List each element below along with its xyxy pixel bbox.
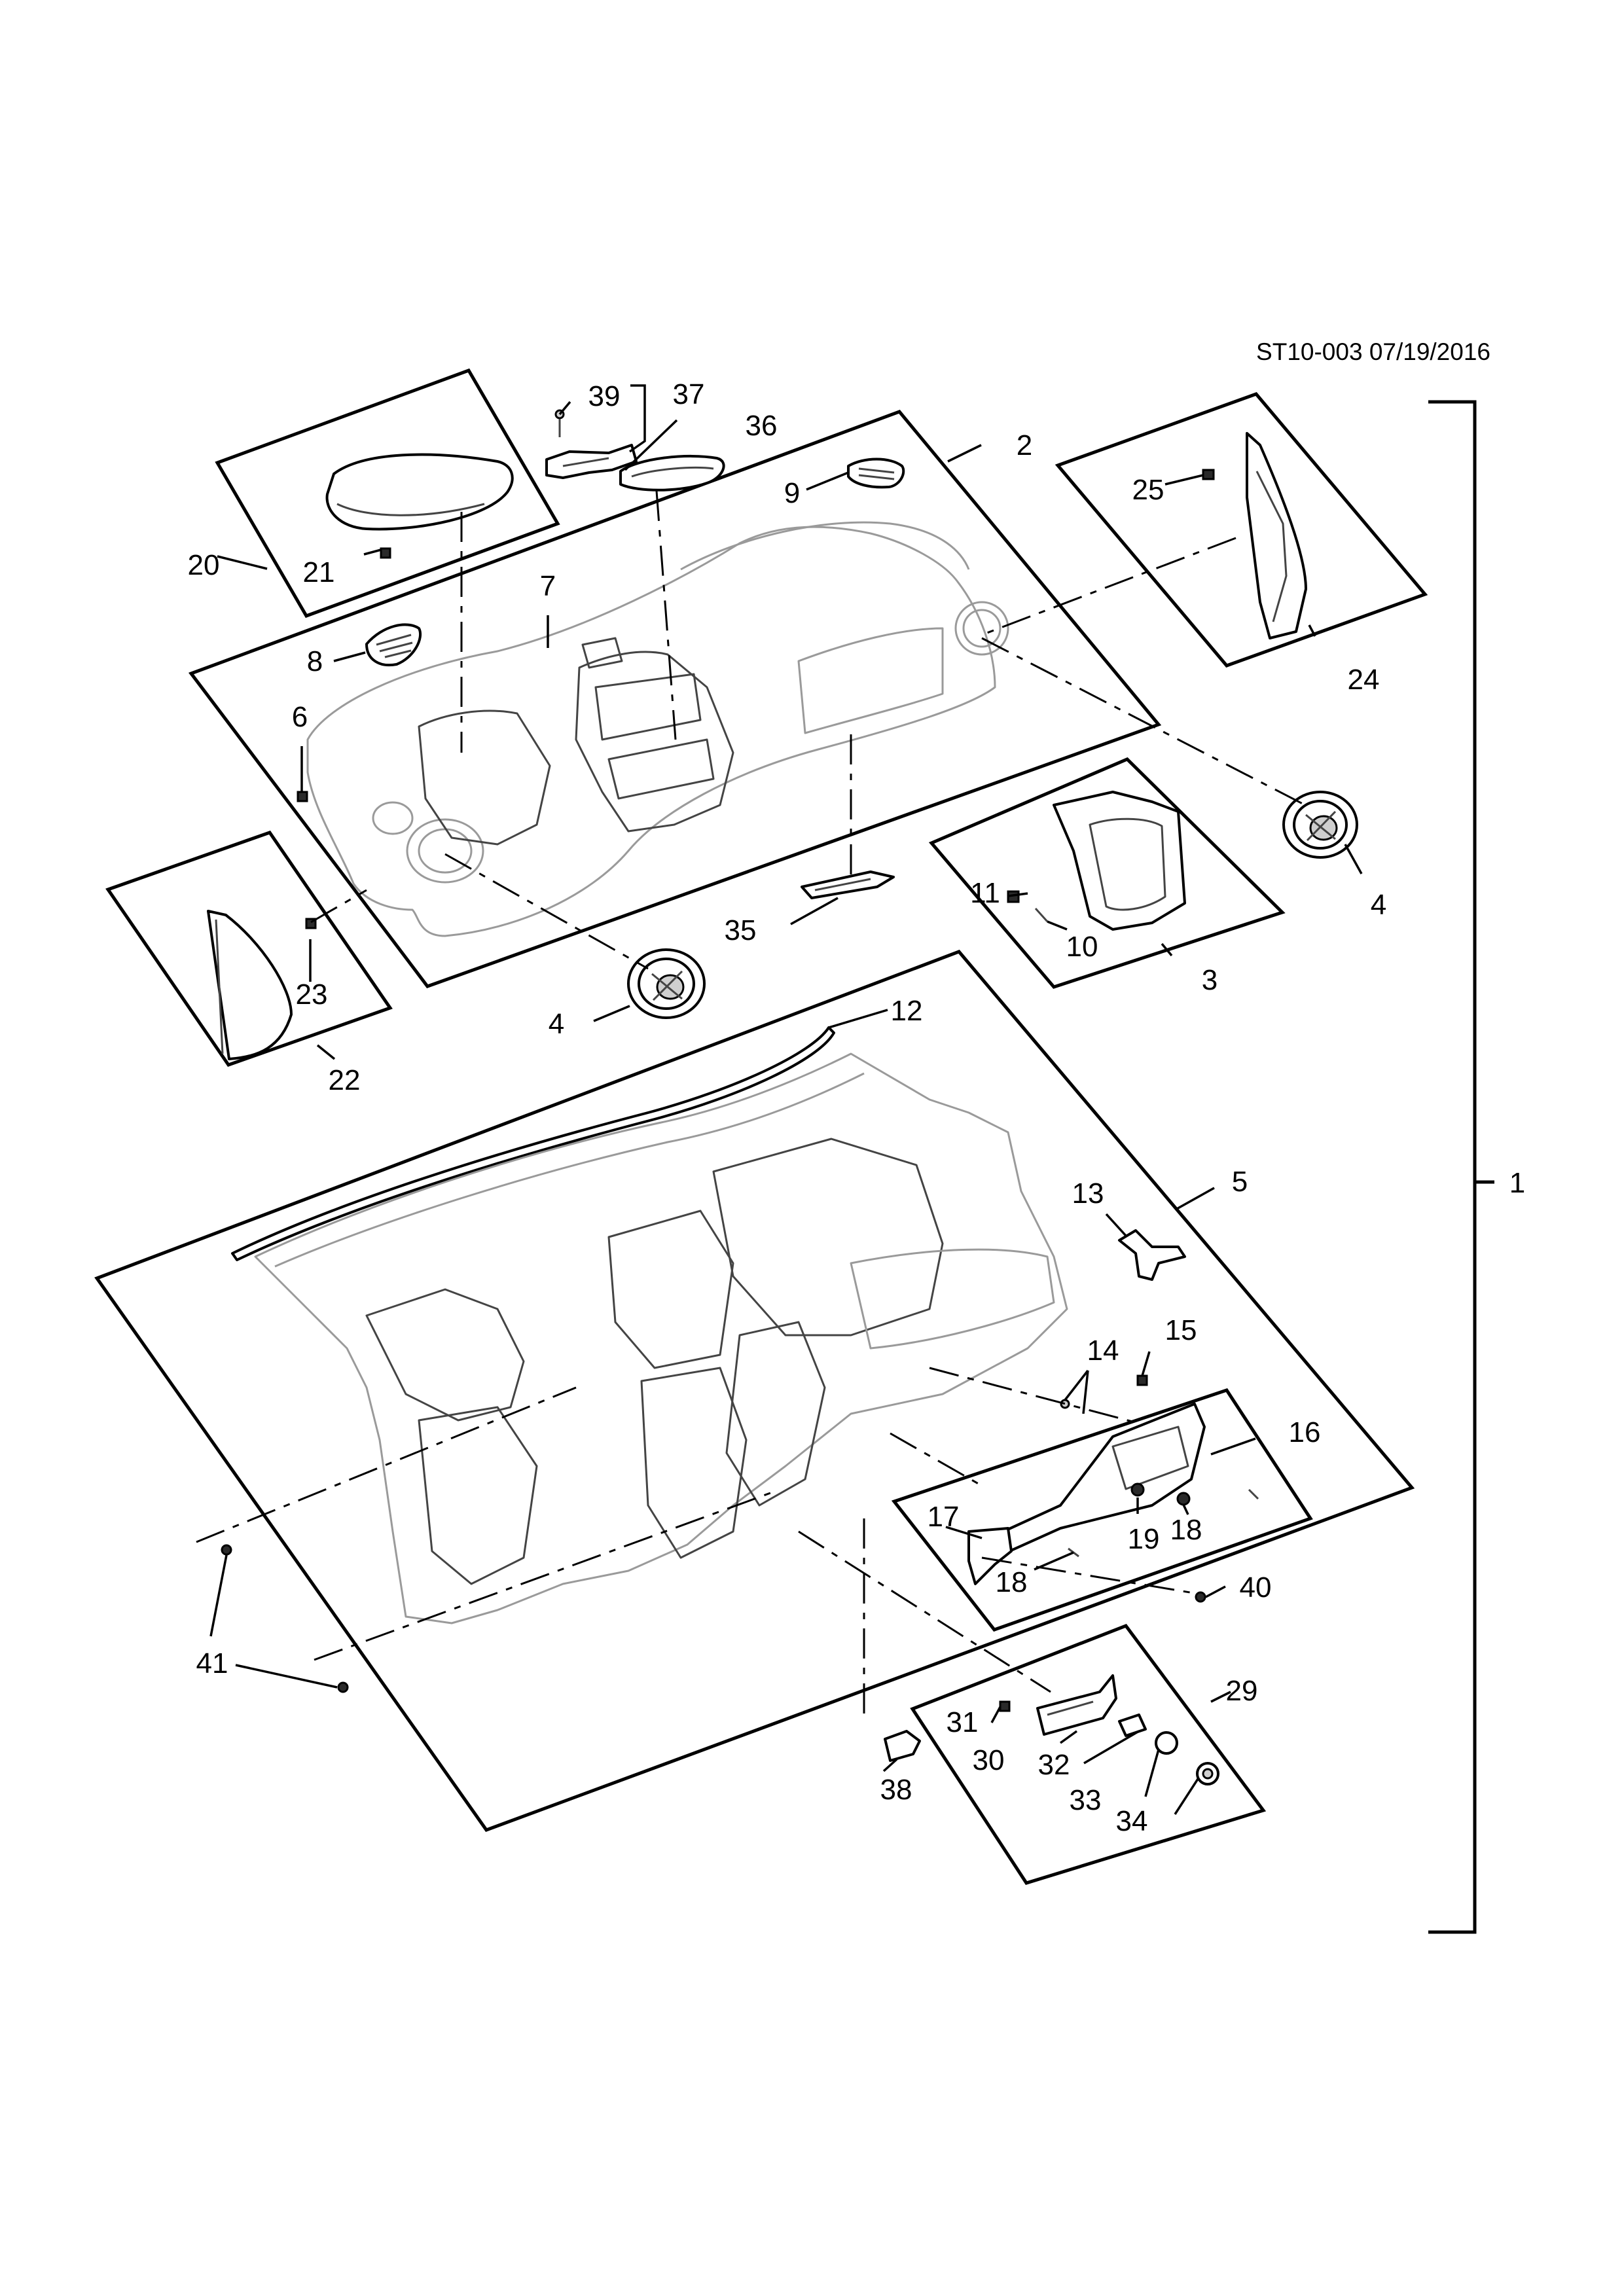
callout-7: 7 <box>540 570 556 602</box>
frame-end-cover-22 <box>105 831 393 1067</box>
frame-trim-bezel-3 <box>928 757 1286 989</box>
callout-25: 25 <box>1132 474 1164 506</box>
diagram-reference: ST10-003 07/19/2016 <box>1256 338 1490 365</box>
callout-39: 39 <box>588 380 621 412</box>
bracket-part-35 <box>801 870 895 899</box>
callout-41: 41 <box>196 1647 228 1679</box>
screw-part-41b <box>337 1681 349 1693</box>
round-vent-part-right <box>1282 791 1358 859</box>
upper-instrument-panel-part <box>306 521 1009 937</box>
callout-21: 21 <box>303 556 335 588</box>
callout-3: 3 <box>1202 964 1218 996</box>
clip-part-18 <box>1176 1492 1191 1506</box>
callout-20: 20 <box>188 549 220 581</box>
switch-panel-part <box>999 1674 1219 1785</box>
assembly-lines <box>196 490 1303 1718</box>
vent-grille-part-9 <box>847 457 905 489</box>
lower-carrier-part <box>254 1052 1068 1624</box>
callout-4-right: 4 <box>1371 889 1386 921</box>
clip-part-38 <box>884 1730 921 1762</box>
callout-13: 13 <box>1072 1177 1104 1210</box>
callout-24: 24 <box>1348 664 1380 696</box>
callout-37: 37 <box>673 378 705 410</box>
callout-9: 9 <box>784 477 800 509</box>
end-cap-part <box>207 910 317 1060</box>
seal-strip-part <box>231 1026 835 1261</box>
callout-11: 11 <box>970 877 1000 909</box>
callout-23: 23 <box>296 978 328 1011</box>
frame-glove-box-bracket-16 <box>891 1388 1313 1632</box>
frame-top-cover-20 <box>215 368 560 619</box>
callout-40: 40 <box>1240 1571 1272 1604</box>
callout-29: 29 <box>1226 1675 1258 1707</box>
callout-1: 1 <box>1509 1167 1525 1199</box>
callout-16: 16 <box>1289 1416 1321 1448</box>
callout-labels: 1 2 3 4 4 5 6 7 8 9 10 11 12 13 14 15 16… <box>188 378 1526 1837</box>
frame-switch-panel-29 <box>910 1623 1267 1885</box>
callout-33: 33 <box>1070 1784 1102 1816</box>
callout-12: 12 <box>891 995 923 1027</box>
gasket-part-36 <box>619 454 725 492</box>
callout-30: 30 <box>973 1744 1005 1776</box>
clip-part-6 <box>297 791 308 802</box>
top-cover-part <box>325 453 514 559</box>
callout-4-left: 4 <box>549 1008 564 1040</box>
leader-lines <box>209 384 1363 1815</box>
assembly-bracket-1 <box>1428 400 1494 1934</box>
callout-18-upper: 18 <box>1170 1514 1202 1546</box>
callout-8: 8 <box>307 645 323 677</box>
callout-2: 2 <box>1017 429 1032 461</box>
callout-35: 35 <box>725 914 757 946</box>
callout-19: 19 <box>1128 1523 1160 1555</box>
side-vent-part-8 <box>365 623 422 667</box>
callout-15: 15 <box>1165 1314 1197 1346</box>
nut-part-15 <box>1136 1374 1148 1386</box>
callout-38: 38 <box>880 1774 912 1806</box>
clip-part-19 <box>1130 1482 1145 1497</box>
glove-box-bracket-part <box>967 1403 1259 1585</box>
callout-10: 10 <box>1066 931 1098 963</box>
frame-upper-panel-2 <box>188 410 1162 988</box>
callout-6: 6 <box>292 701 308 733</box>
callout-31: 31 <box>947 1706 979 1738</box>
bracket-part-37 <box>545 409 638 479</box>
callout-36: 36 <box>746 410 778 442</box>
callout-32: 32 <box>1038 1749 1070 1781</box>
callout-22: 22 <box>329 1064 361 1096</box>
screw-part-41a <box>221 1544 232 1556</box>
callout-17: 17 <box>928 1501 960 1533</box>
screw-part-40 <box>1195 1591 1206 1603</box>
round-vent-part-left <box>627 948 706 1019</box>
callout-5: 5 <box>1232 1166 1248 1198</box>
bracket-part-13 <box>1118 1229 1186 1281</box>
callout-18-lower: 18 <box>996 1566 1028 1598</box>
callout-34: 34 <box>1116 1805 1148 1837</box>
frame-lower-carrier-5 <box>94 950 1415 1833</box>
trim-bezel-part <box>1007 791 1186 931</box>
frame-side-cover-24 <box>1055 392 1428 668</box>
side-trim-panel-part <box>1202 432 1307 639</box>
callout-14: 14 <box>1087 1335 1119 1367</box>
